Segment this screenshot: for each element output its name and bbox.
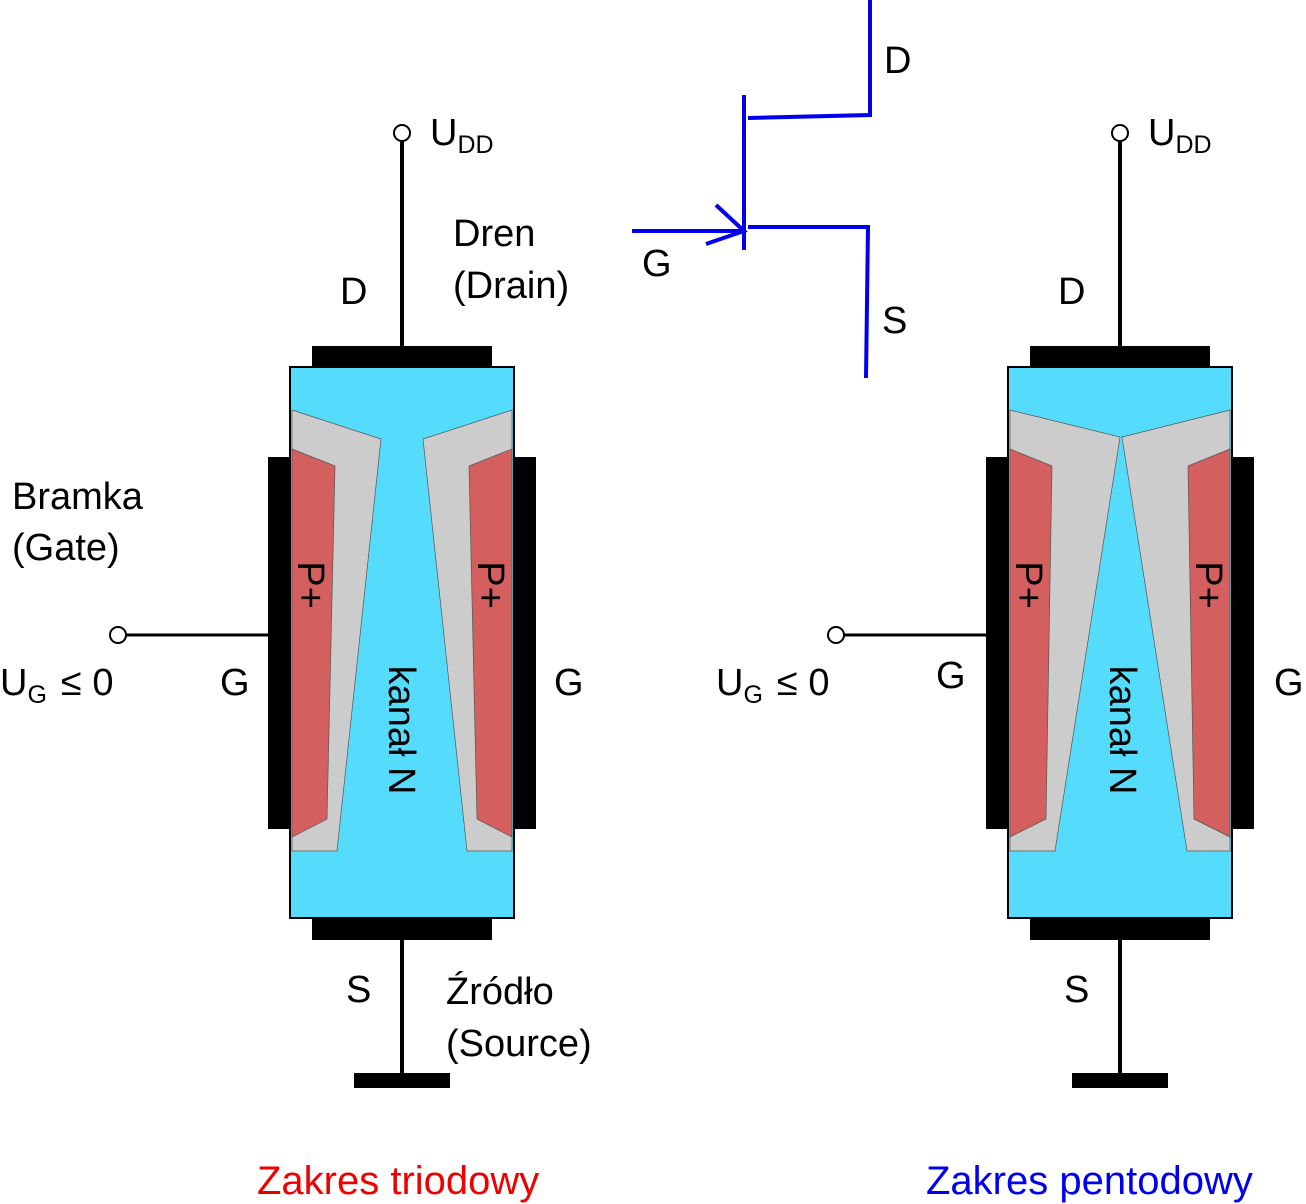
gate-voltage-label: UG≤ 0 [0, 662, 113, 709]
drain-contact [312, 346, 492, 368]
gate-terminal [109, 626, 127, 644]
p-left-label-right: P+ [1007, 561, 1049, 609]
drain-name-en: (Drain) [453, 265, 569, 307]
gate-pin-left-label-right: G [936, 655, 966, 697]
p-left-label: P+ [289, 561, 331, 609]
p-region-right-right [1187, 448, 1231, 838]
p-region-right [468, 448, 513, 838]
gate-contact-right [514, 457, 536, 829]
channel-label: kanał N [380, 666, 422, 795]
source-contact [312, 918, 492, 940]
triode-device: P+ P+ kanał N [109, 124, 536, 1088]
channel-label-right: kanał N [1101, 666, 1143, 795]
gate-contact-left-right [986, 457, 1008, 829]
drain-pin-label-right: D [1058, 271, 1085, 313]
supply-label-right: UDD [1148, 112, 1212, 159]
source-name: Źródło [446, 970, 554, 1013]
symbol-gate-arrow [705, 203, 748, 246]
symbol-gate-label: G [642, 243, 672, 285]
p-right-label-right: P+ [1187, 561, 1229, 609]
source-pin-label: S [346, 969, 371, 1011]
jfet-symbol [632, 0, 872, 379]
symbol-source-lead [748, 225, 871, 379]
pentode-caption: Zakres pentodowy [926, 1159, 1253, 1203]
source-name-en: (Source) [446, 1023, 592, 1065]
gate-terminal-right [827, 626, 845, 644]
pentode-device: P+ P+ kanał N [827, 124, 1254, 1088]
gate-name-en: (Gate) [12, 527, 120, 569]
supply-terminal [393, 124, 411, 142]
gate-pin-right-label-right: G [1274, 662, 1304, 704]
symbol-source-label: S [882, 300, 907, 342]
p-region-left [291, 448, 336, 838]
drain-name: Dren [453, 213, 535, 255]
triode-caption: Zakres triodowy [257, 1159, 539, 1203]
drain-pin-label: D [340, 271, 367, 313]
gate-pin-right-label: G [554, 662, 584, 704]
gate-name: Bramka [12, 476, 144, 518]
gate-contact-right-right [1232, 457, 1254, 829]
source-pin-label-right: S [1064, 969, 1089, 1011]
source-contact-right [1030, 918, 1210, 940]
p-right-label: P+ [469, 561, 511, 609]
drain-contact-right [1030, 346, 1210, 368]
supply-label: UDD [430, 112, 494, 159]
ground-bar [354, 1073, 450, 1088]
gate-contact-left [268, 457, 290, 829]
gate-pin-left-label: G [220, 662, 250, 704]
p-region-left-right [1009, 448, 1053, 838]
symbol-drain-lead [747, 0, 872, 120]
symbol-drain-label: D [884, 40, 911, 82]
supply-terminal-right [1111, 124, 1129, 142]
ground-bar-right [1072, 1073, 1168, 1088]
gate-voltage-label-right: UG≤ 0 [716, 662, 829, 709]
